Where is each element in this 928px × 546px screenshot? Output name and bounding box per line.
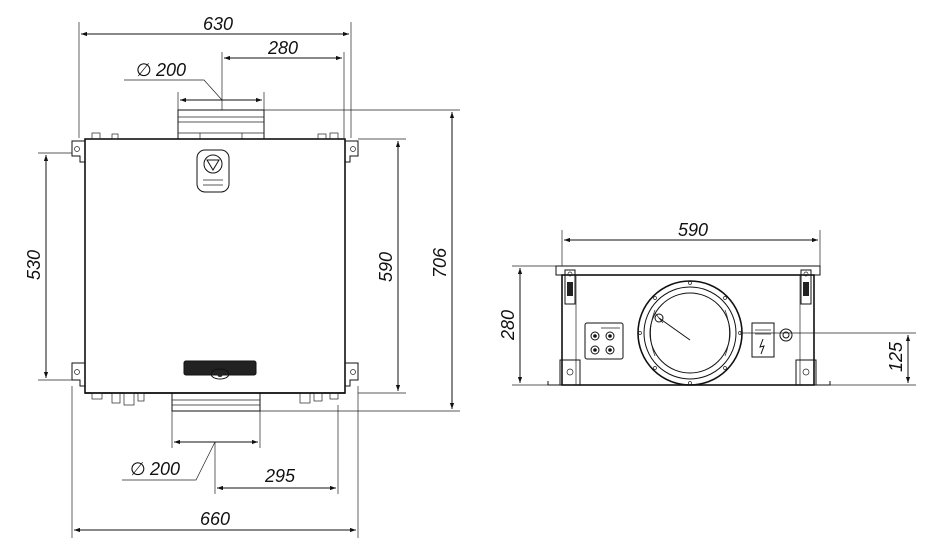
mounting-brackets (71, 132, 359, 387)
bottom-outlet-spigot (171, 392, 261, 412)
dim-height-total: 706 (260, 109, 460, 412)
front-body (561, 274, 815, 386)
dim-offset-top-label: 280 (267, 38, 298, 58)
dim-width-bottom: 660 (71, 386, 359, 538)
dim-height-inner-label: 590 (376, 252, 396, 282)
dim-diameter-bottom-symbol: ∅ (130, 459, 146, 479)
dim-diameter-top-symbol: ∅ (136, 60, 152, 80)
dim-diameter-bottom-label: 200 (149, 459, 180, 479)
brand-plate (183, 360, 257, 380)
dim-offset-bottom-label: 295 (264, 466, 296, 486)
dim-front-height: 280 (498, 265, 556, 386)
top-outlet-spigot (177, 109, 265, 141)
dim-width-top: 630 (78, 14, 352, 138)
dim-height-inner: 590 (358, 138, 406, 394)
dim-front-height-label: 280 (498, 310, 518, 341)
dim-width-bottom-label: 660 (200, 509, 230, 529)
dim-diameter-bottom: ∅ 200 (122, 411, 261, 481)
warning-emblem (196, 149, 230, 193)
front-view: 590 280 125 (498, 220, 916, 386)
dim-width-top-label: 630 (203, 14, 233, 34)
dim-diameter-top-label: 200 (155, 60, 186, 80)
dim-front-width-label: 590 (678, 220, 708, 240)
front-latches (564, 269, 812, 305)
control-panel (584, 322, 624, 360)
dim-height-left-label: 530 (24, 250, 44, 280)
front-top-flange (555, 265, 821, 276)
front-feet (547, 359, 831, 386)
top-view: 630 280 ∅ 200 530 (24, 14, 460, 538)
dim-offset-bottom: 295 (214, 405, 339, 494)
unit-body (84, 138, 346, 394)
dim-axis-height-label: 125 (886, 341, 906, 372)
dim-height-total-label: 706 (430, 247, 450, 278)
dim-front-width: 590 (561, 220, 821, 266)
dim-axis-height: 125 (740, 332, 916, 386)
dim-diameter-top: ∅ 200 (124, 60, 265, 110)
bottom-fittings (85, 392, 345, 406)
dim-offset-top: 280 (221, 38, 345, 138)
dim-height-left: 530 (24, 152, 72, 381)
electrical-panel (751, 322, 793, 358)
